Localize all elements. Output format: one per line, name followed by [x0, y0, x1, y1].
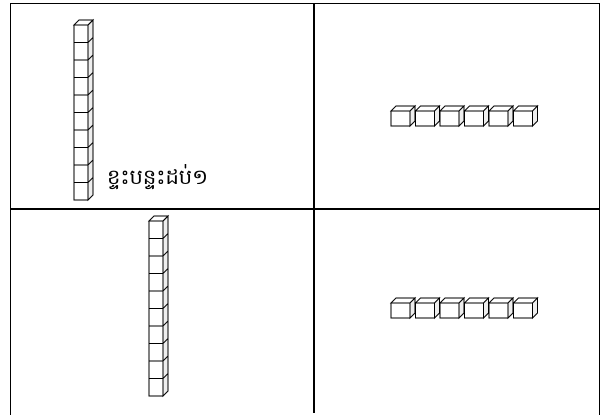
cube-front-face [465, 303, 484, 318]
tens-caption: ខ្ទះបន្ទះដប់១ [107, 164, 208, 190]
cube-front-face [514, 303, 533, 318]
cube-front-face [440, 111, 459, 126]
unit-cube-face [149, 361, 163, 379]
unit-cube-face [74, 95, 88, 113]
unit-cube-face [74, 78, 88, 96]
unit-cube [440, 298, 464, 318]
unit-cube [514, 298, 538, 318]
cell-top-right [315, 5, 600, 208]
cube-front-face [489, 303, 508, 318]
unit-cube-face [149, 291, 163, 309]
unit-cube-face [74, 183, 88, 201]
tens-rod [148, 215, 178, 405]
unit-cube-face [149, 309, 163, 327]
unit-cube [489, 298, 513, 318]
tens-rod [73, 19, 103, 209]
ones-cubes-row [390, 103, 560, 133]
unit-cube-face [74, 148, 88, 166]
unit-cube [465, 106, 489, 126]
cube-front-face [440, 303, 459, 318]
cube-front-face [465, 111, 484, 126]
unit-cube-face [74, 25, 88, 43]
cube-front-face [489, 111, 508, 126]
ones-cubes-row [390, 295, 560, 325]
cube-front-face [416, 111, 435, 126]
unit-cube-face [74, 130, 88, 148]
cube-front-face [391, 303, 410, 318]
unit-cube [489, 106, 513, 126]
unit-cube [391, 106, 415, 126]
unit-cube [440, 106, 464, 126]
unit-cube-face [149, 326, 163, 344]
unit-cube-face [149, 344, 163, 362]
unit-cube-face [149, 239, 163, 257]
unit-cube-face [149, 256, 163, 274]
unit-cube-face [149, 221, 163, 239]
unit-cube [465, 298, 489, 318]
unit-cube-face [149, 379, 163, 397]
cube-front-face [391, 111, 410, 126]
cell-bottom-right [315, 210, 600, 413]
cube-front-face [514, 111, 533, 126]
unit-cube [416, 298, 440, 318]
unit-cube [514, 106, 538, 126]
unit-cube [416, 106, 440, 126]
cell-bottom-left [11, 210, 313, 413]
rod-cubes [74, 20, 93, 200]
unit-cube [391, 298, 415, 318]
unit-cube-face [74, 43, 88, 61]
unit-cube-face [74, 60, 88, 78]
unit-cube-face [149, 274, 163, 292]
rod-cubes [149, 216, 168, 396]
unit-cube-face [74, 113, 88, 131]
unit-cube-face [74, 165, 88, 183]
cube-front-face [416, 303, 435, 318]
